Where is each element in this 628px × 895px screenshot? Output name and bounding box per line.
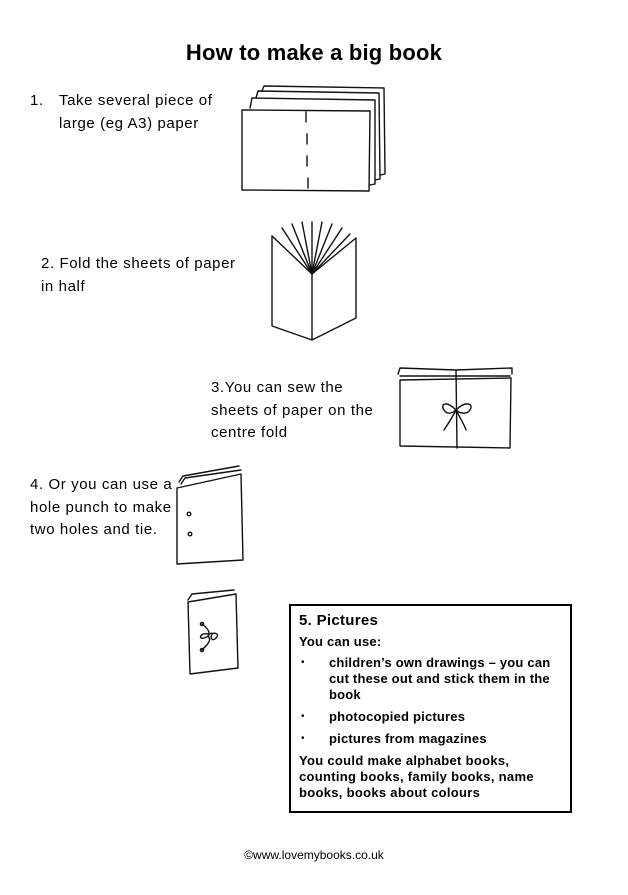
list-item: • children’s own drawings – you can cut …	[299, 655, 562, 703]
page-title: How to make a big book	[185, 40, 443, 65]
pictures-box: 5. Pictures You can use: • children’s ow…	[289, 604, 572, 813]
footer-copyright: ©www.lovemybooks.co.uk	[244, 848, 384, 862]
pictures-box-outro: You could make alphabet books, counting …	[299, 753, 534, 800]
list-item-text: pictures from magazines	[329, 731, 487, 746]
step-1-number: 1.	[30, 92, 44, 109]
bullet-icon: •	[301, 733, 305, 744]
pictures-box-title: 5. Pictures	[299, 612, 379, 629]
tied-book-illustration	[187, 589, 239, 675]
folded-sheets-illustration	[271, 221, 357, 341]
step-4-text: 4. Or you can use a hole punch to make t…	[30, 476, 173, 538]
bullet-icon: •	[301, 657, 305, 668]
step-2-text: 2. Fold the sheets of paper in half	[41, 255, 236, 295]
pictures-list: • children’s own drawings – you can cut …	[299, 655, 562, 747]
hole-punch-book-illustration	[176, 465, 244, 565]
bullet-icon: •	[301, 711, 305, 722]
list-item: • pictures from magazines	[299, 731, 562, 747]
list-item: • photocopied pictures	[299, 709, 562, 725]
step-3-text: 3.You can sew the sheets of paper on the…	[211, 379, 374, 441]
step-1-text: Take several piece of large (eg A3) pape…	[59, 92, 213, 132]
list-item-text: photocopied pictures	[329, 709, 466, 724]
list-item-text: children’s own drawings – you can cut th…	[329, 655, 551, 702]
paper-stack-illustration	[241, 85, 386, 192]
sewn-book-illustration	[397, 367, 513, 449]
pictures-box-intro: You can use:	[299, 634, 382, 649]
